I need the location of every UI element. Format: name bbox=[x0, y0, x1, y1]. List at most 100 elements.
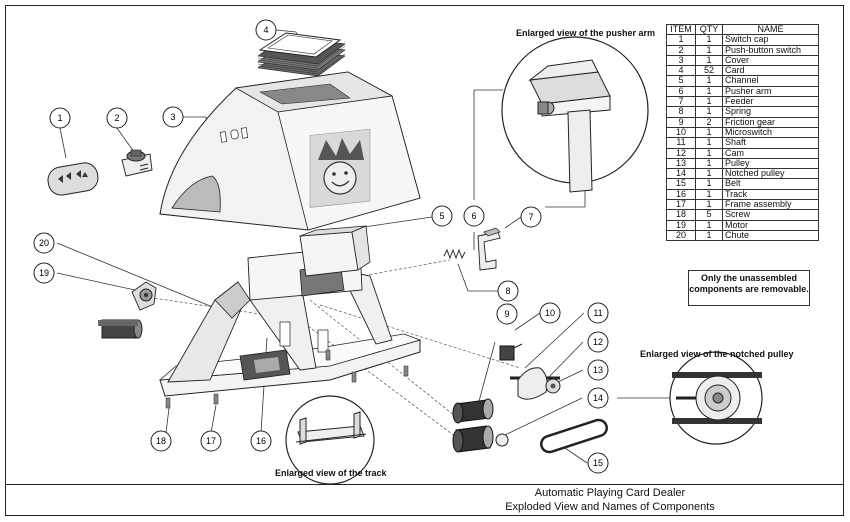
cell-item: 16 bbox=[666, 188, 696, 201]
balloons: 1 2 3 4 5 6 7 8 9 10 11 12 13 14 15 16 1… bbox=[33, 19, 609, 474]
cell-name: Channel bbox=[722, 75, 819, 87]
svg-text:4: 4 bbox=[263, 25, 268, 35]
drawing-subtitle: Exploded View and Names of Components bbox=[505, 501, 715, 513]
push-button-switch bbox=[121, 149, 153, 177]
header-name: NAME bbox=[722, 23, 819, 36]
cell-item: 6 bbox=[666, 85, 696, 98]
svg-text:3: 3 bbox=[170, 112, 175, 122]
cell-name: Screw bbox=[722, 209, 819, 221]
cell-qty: 2 bbox=[695, 116, 723, 128]
balloon-16: 16 bbox=[250, 430, 272, 452]
cell-qty: 1 bbox=[695, 229, 723, 242]
cell-name: Cover bbox=[722, 54, 819, 67]
svg-text:14: 14 bbox=[593, 393, 603, 403]
cell-name: Pulley bbox=[722, 157, 819, 170]
cell-qty: 1 bbox=[695, 85, 723, 98]
card-stack bbox=[257, 32, 346, 77]
cell-name: Motor bbox=[722, 219, 819, 231]
cell-item: 13 bbox=[666, 157, 696, 170]
cell-qty: 1 bbox=[695, 178, 723, 190]
drawing-title: Automatic Playing Card Dealer bbox=[534, 487, 686, 499]
cell-item: 20 bbox=[666, 229, 696, 242]
pulley bbox=[545, 378, 561, 394]
svg-text:17: 17 bbox=[206, 436, 216, 446]
svg-text:6: 6 bbox=[471, 211, 476, 221]
cell-name: Feeder bbox=[722, 96, 819, 108]
title-block bbox=[5, 484, 844, 516]
svg-text:9: 9 bbox=[504, 309, 509, 319]
balloon-14: 14 bbox=[587, 387, 609, 409]
balloon-3: 3 bbox=[162, 106, 184, 128]
parts-list-header: ITEM QTY NAME bbox=[666, 23, 819, 36]
friction-gears bbox=[452, 398, 509, 453]
cell-item: 12 bbox=[666, 147, 696, 159]
caption-notched-pulley: Enlarged view of the notched pulley bbox=[640, 349, 794, 359]
cell-name: Shaft bbox=[722, 137, 819, 149]
switch-cap bbox=[47, 162, 99, 196]
cell-item: 17 bbox=[666, 199, 696, 211]
cell-name: Notched pulley bbox=[722, 168, 819, 180]
drawing-border bbox=[5, 5, 844, 516]
svg-text:15: 15 bbox=[593, 458, 603, 468]
cell-name: Push-button switch bbox=[722, 44, 819, 56]
balloon-7: 7 bbox=[520, 206, 542, 228]
cell-name: Card bbox=[722, 65, 819, 77]
cover bbox=[159, 71, 421, 231]
header-item: ITEM bbox=[666, 23, 696, 36]
cell-qty: 1 bbox=[695, 188, 723, 201]
svg-text:7: 7 bbox=[528, 212, 533, 222]
cell-qty: 52 bbox=[695, 65, 723, 77]
frame-assembly bbox=[158, 245, 422, 397]
cell-item: 11 bbox=[666, 137, 696, 149]
spring bbox=[443, 248, 466, 260]
cell-item: 8 bbox=[666, 106, 696, 118]
jester-logo bbox=[309, 128, 371, 208]
balloon-1: 1 bbox=[49, 107, 71, 129]
cell-item: 5 bbox=[666, 75, 696, 87]
cell-item: 18 bbox=[666, 209, 696, 221]
cell-name: Belt bbox=[722, 178, 819, 190]
cell-name: Chute bbox=[722, 229, 819, 242]
pusher-arm bbox=[477, 227, 501, 271]
balloon-15: 15 bbox=[587, 452, 609, 474]
screws bbox=[165, 349, 409, 409]
cell-name: Microswitch bbox=[722, 126, 819, 139]
cell-qty: 5 bbox=[695, 209, 723, 221]
svg-text:5: 5 bbox=[439, 211, 444, 221]
cell-qty: 1 bbox=[695, 106, 723, 118]
cell-item: 1 bbox=[666, 34, 696, 46]
cell-qty: 1 bbox=[695, 44, 723, 56]
balloon-8: 8 bbox=[497, 280, 519, 302]
microswitch bbox=[499, 343, 523, 361]
cell-qty: 1 bbox=[695, 168, 723, 180]
balloon-20: 20 bbox=[33, 232, 55, 254]
cell-item: 14 bbox=[666, 168, 696, 180]
header-qty: QTY bbox=[695, 23, 723, 36]
cell-qty: 1 bbox=[695, 126, 723, 139]
cell-qty: 1 bbox=[695, 75, 723, 87]
balloon-11: 11 bbox=[587, 302, 609, 324]
cell-name: Track bbox=[722, 188, 819, 201]
svg-text:13: 13 bbox=[593, 365, 603, 375]
cell-qty: 1 bbox=[695, 199, 723, 211]
cell-item: 7 bbox=[666, 96, 696, 108]
balloon-10: 10 bbox=[539, 302, 561, 324]
cell-item: 4 bbox=[666, 65, 696, 77]
